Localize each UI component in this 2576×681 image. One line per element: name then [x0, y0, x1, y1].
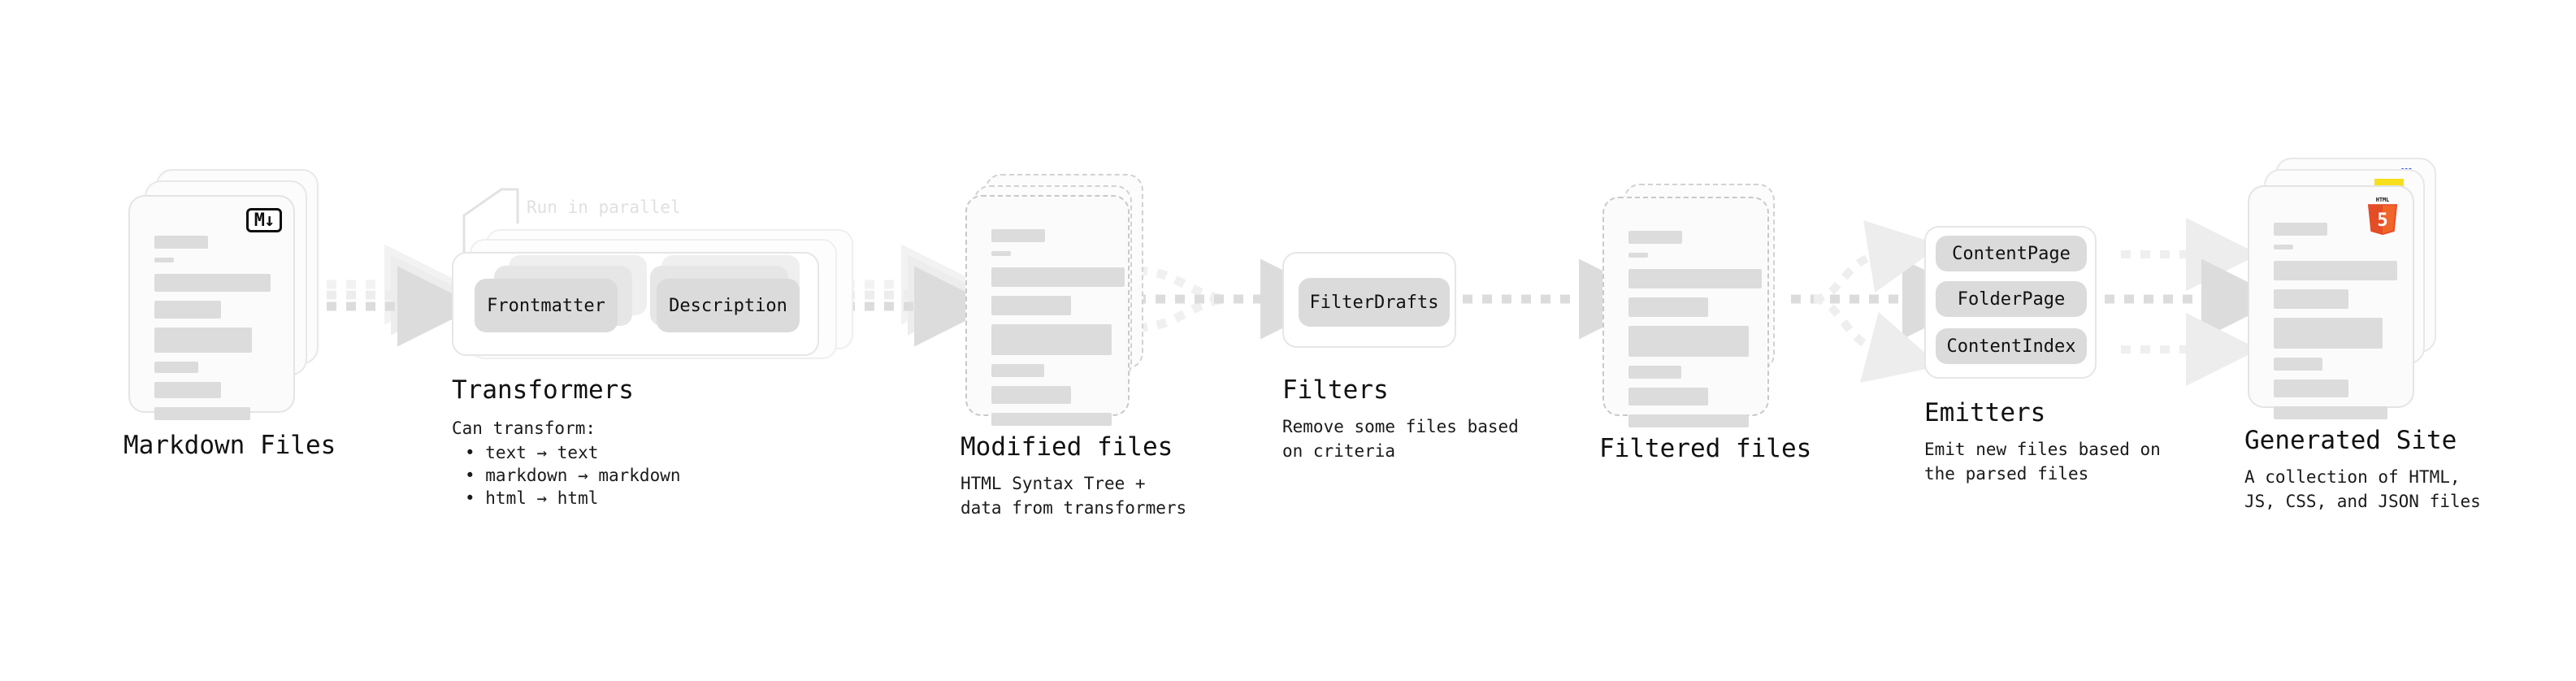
- emitter-pill-contentindex-label: ContentIndex: [1946, 336, 2076, 357]
- doc-line: [991, 229, 1045, 242]
- doc-line: [154, 274, 271, 292]
- doc-line: [1628, 366, 1681, 379]
- emitters-title: Emitters: [1924, 398, 2046, 427]
- doc-line: [991, 386, 1071, 404]
- modified-files-subtitle: HTML Syntax Tree + data from transformer…: [961, 474, 1187, 518]
- connector-filtered-to-emitters: [1791, 220, 1983, 383]
- connector-modified-to-filters: [1136, 258, 1341, 340]
- run-in-parallel-label: Run in parallel: [527, 197, 681, 217]
- filter-pill-filterdrafts-label: FilterDrafts: [1309, 292, 1439, 313]
- doc-line: [154, 301, 221, 319]
- transformers-title: Transformers: [452, 375, 634, 405]
- emitters-subtitle: Emit new files based on the parsed files: [1924, 440, 2161, 484]
- modified-card-lines: [991, 229, 1125, 435]
- doc-line: [154, 362, 198, 373]
- emitter-pill-contentpage-label: ContentPage: [1952, 243, 2071, 264]
- doc-line: [2274, 261, 2397, 280]
- emitter-pill-folderpage[interactable]: FolderPage: [1936, 281, 2087, 317]
- transformers-bullet-1: • markdown → markdown: [465, 466, 681, 485]
- doc-line: [1628, 388, 1708, 406]
- site-card-lines: [2274, 223, 2397, 428]
- connector-emitters-to-site: [2105, 218, 2282, 386]
- svg-text:5: 5: [2377, 210, 2388, 231]
- filters-subtitle: Remove some files based on criteria: [1282, 417, 1519, 461]
- filtered-card-lines: [1628, 231, 1762, 436]
- markdown-icon: M↓: [246, 208, 282, 232]
- doc-line: [2274, 318, 2383, 349]
- markdown-card-lines: [154, 236, 272, 429]
- doc-line: [991, 413, 1112, 426]
- transformer-pill-description[interactable]: Description: [657, 279, 800, 332]
- transformers-bullet-2: • html → html: [465, 488, 599, 508]
- doc-line: [1628, 297, 1708, 317]
- transformer-pill-frontmatter-label: Frontmatter: [487, 295, 605, 316]
- modified-card-front: [965, 195, 1130, 426]
- filtered-files-title: Filtered files: [1599, 434, 1812, 463]
- doc-line: [1628, 326, 1749, 357]
- doc-line: [1628, 253, 1648, 258]
- markdown-card-front: M↓: [128, 195, 295, 420]
- markdown-icon-letter: M: [254, 210, 265, 231]
- markdown-files-title: Markdown Files: [124, 431, 336, 460]
- doc-line: [154, 327, 252, 353]
- doc-line: [2274, 358, 2322, 371]
- doc-line: [1628, 231, 1682, 244]
- filters-title: Filters: [1282, 375, 1389, 405]
- generated-site-title: Generated Site: [2244, 426, 2457, 455]
- connector-markdown-to-transformers: [307, 244, 478, 347]
- doc-line: [2274, 406, 2387, 419]
- transformer-pill-frontmatter[interactable]: Frontmatter: [475, 279, 618, 332]
- transformer-pill-description-label: Description: [669, 295, 787, 316]
- filtered-card-front: [1602, 197, 1769, 427]
- generated-site-subtitle: A collection of HTML, JS, CSS, and JSON …: [2244, 467, 2481, 511]
- doc-line: [154, 407, 250, 420]
- svg-text:HTML: HTML: [2376, 197, 2390, 203]
- filter-pill-filterdrafts[interactable]: FilterDrafts: [1299, 278, 1450, 327]
- doc-line: [154, 382, 221, 398]
- doc-line: [991, 267, 1125, 287]
- emitter-pill-folderpage-label: FolderPage: [1957, 288, 2066, 310]
- transformers-bullet-0: • text → text: [465, 443, 599, 462]
- doc-line: [2274, 245, 2293, 249]
- doc-line: [1628, 414, 1749, 427]
- markdown-icon-arrow: ↓: [264, 210, 275, 231]
- doc-line: [1628, 269, 1762, 288]
- doc-line: [991, 251, 1011, 256]
- doc-line: [154, 258, 174, 262]
- doc-line: [154, 236, 208, 249]
- transformers-subtitle: Can transform:: [452, 419, 596, 438]
- modified-files-title: Modified files: [961, 432, 1173, 462]
- doc-line: [991, 364, 1044, 377]
- emitter-pill-contentpage[interactable]: ContentPage: [1936, 236, 2087, 271]
- doc-line: [991, 296, 1071, 315]
- doc-line: [2274, 289, 2348, 309]
- site-card-front: HTML 5: [2248, 185, 2414, 419]
- doc-line: [991, 324, 1112, 355]
- emitter-pill-contentindex[interactable]: ContentIndex: [1936, 328, 2087, 364]
- html5-icon: HTML 5: [2367, 197, 2398, 236]
- doc-line: [2274, 223, 2327, 236]
- doc-line: [2274, 380, 2348, 397]
